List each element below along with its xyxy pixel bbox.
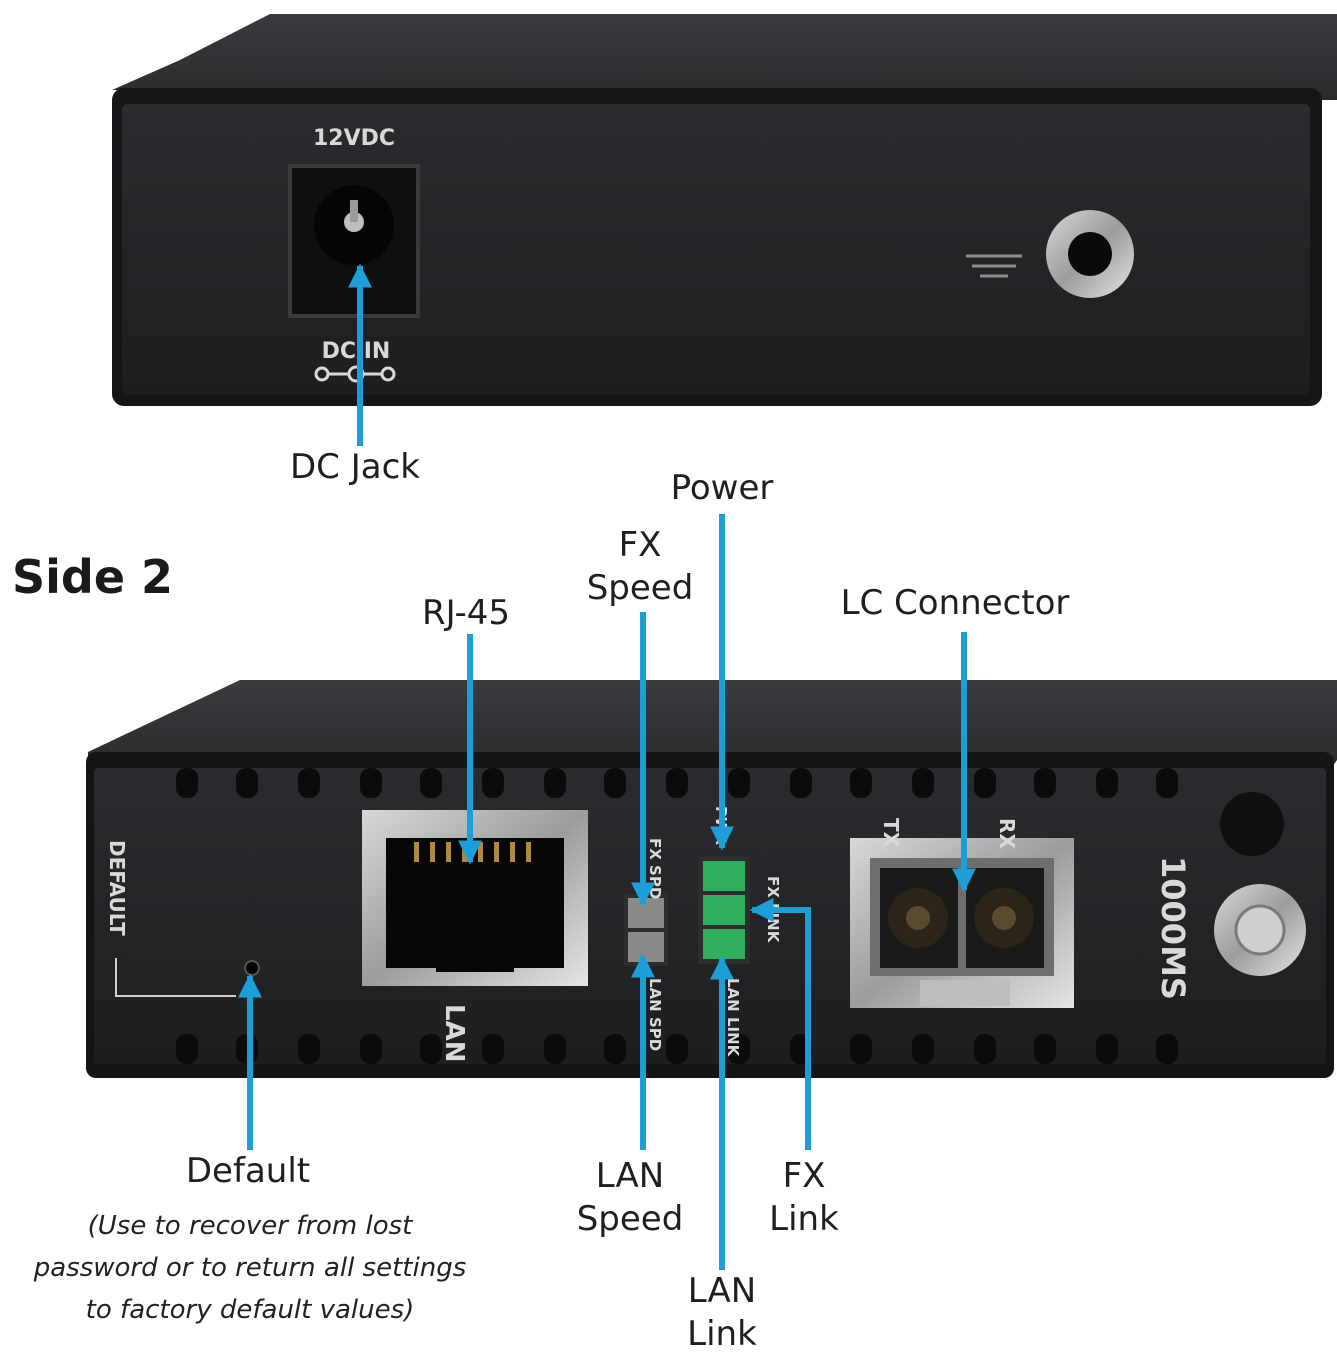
arrow-fx-link: [749, 898, 811, 1150]
vent-slot: [176, 1034, 198, 1064]
vent-slot: [912, 768, 934, 798]
lan-label-on-device: LAN: [439, 1004, 469, 1062]
callout-fx-speed: FX Speed: [540, 524, 740, 610]
vent-slot: [1156, 1034, 1178, 1064]
callout-lan-speed-line2: Speed: [576, 1199, 684, 1239]
rj45-pin: [510, 842, 515, 862]
vent-slot: [790, 768, 812, 798]
vent-slot: [728, 1034, 750, 1064]
vent-slot: [1034, 768, 1056, 798]
default-note-line1: (Use to recover from lost: [87, 1211, 413, 1241]
ground-screw: [966, 210, 1134, 298]
default-note: (Use to recover from lost password or to…: [20, 1205, 480, 1331]
vent-slot: [974, 1034, 996, 1064]
device-side-2: DEFAULT LAN FX SPD LAN SPD PWR FX LINK L…: [86, 680, 1337, 1078]
callout-lan-link-line2: Link: [687, 1314, 757, 1354]
vent-slot: [850, 1034, 872, 1064]
fx-spd-label-on-device: FX SPD: [646, 838, 664, 899]
model-label: 1000MS: [1154, 856, 1192, 1000]
default-note-line3: to factory default values): [85, 1295, 415, 1325]
rj45-pin: [430, 842, 435, 862]
vent-slot: [974, 768, 996, 798]
vent-slot: [666, 1034, 688, 1064]
device-side-1: 12VDC DC IN: [112, 14, 1337, 406]
vent-slot: [728, 768, 750, 798]
vent-slot: [544, 1034, 566, 1064]
callout-lan-speed-line1: LAN: [595, 1156, 665, 1196]
vent-slot: [420, 768, 442, 798]
vent-slot: [850, 768, 872, 798]
power-led: [703, 861, 745, 891]
callout-lc-connector: LC Connector: [840, 583, 1070, 623]
vent-slot: [420, 1034, 442, 1064]
vent-slot: [482, 1034, 504, 1064]
rj45-pin: [414, 842, 419, 862]
vent-slot: [360, 768, 382, 798]
default-label-on-device: DEFAULT: [105, 840, 129, 936]
fx-link-led: [703, 895, 745, 925]
callout-power: Power: [670, 468, 774, 508]
vent-slot: [604, 768, 626, 798]
lan-spd-label-on-device: LAN SPD: [646, 978, 664, 1051]
vent-slot: [360, 1034, 382, 1064]
vent-slot: [298, 768, 320, 798]
mount-hole: [1220, 792, 1284, 856]
default-reset-hole: [244, 960, 260, 976]
vent-slot: [482, 768, 504, 798]
lan-link-label-on-device: LAN LINK: [724, 978, 742, 1058]
callout-fx-link-line1: FX: [782, 1156, 826, 1196]
callout-dc-jack: DC Jack: [290, 447, 420, 487]
vent-slot: [298, 1034, 320, 1064]
vent-slot: [1034, 1034, 1056, 1064]
callout-lan-speed: LAN Speed: [530, 1155, 730, 1241]
section-title: Side 2: [12, 550, 174, 604]
rj45-pin: [462, 842, 467, 862]
voltage-label: 12VDC: [313, 126, 395, 151]
status-led-block: [698, 856, 750, 964]
vent-slot: [1096, 768, 1118, 798]
callout-fx-speed-line1: FX: [618, 525, 662, 565]
rj45-pin: [478, 842, 483, 862]
vent-slot: [912, 1034, 934, 1064]
callout-arrows: [238, 263, 976, 1270]
dc-in-label: DC IN: [322, 339, 391, 364]
callout-lan-link-line1: LAN: [687, 1271, 757, 1311]
rj45-pin: [526, 842, 531, 862]
rx-label-on-device: RX: [995, 818, 1019, 849]
callout-fx-speed-line2: Speed: [586, 568, 694, 608]
vent-slot: [176, 768, 198, 798]
callout-default: Default: [185, 1151, 311, 1191]
lan-link-led: [703, 929, 745, 959]
vent-slot: [544, 768, 566, 798]
vent-slot: [666, 768, 688, 798]
dc-jack-port: [288, 164, 420, 318]
rj45-pin: [446, 842, 451, 862]
tx-label-on-device: TX: [879, 818, 903, 848]
callout-fx-link: FX Link: [704, 1155, 904, 1241]
rj45-pin: [494, 842, 499, 862]
rj45-port: [362, 810, 588, 986]
vent-slot: [1156, 768, 1178, 798]
default-note-line2: password or to return all settings: [33, 1253, 467, 1283]
callout-rj45: RJ-45: [422, 593, 510, 633]
speed-led-block: [624, 894, 668, 966]
vent-slot: [604, 1034, 626, 1064]
polarity-symbol: [314, 365, 396, 383]
ventilation-slots: [176, 768, 1178, 1064]
vent-slot: [236, 768, 258, 798]
vent-slot: [1096, 1034, 1118, 1064]
callout-fx-link-line2: Link: [769, 1199, 839, 1239]
callout-lan-link: LAN Link: [622, 1270, 822, 1356]
